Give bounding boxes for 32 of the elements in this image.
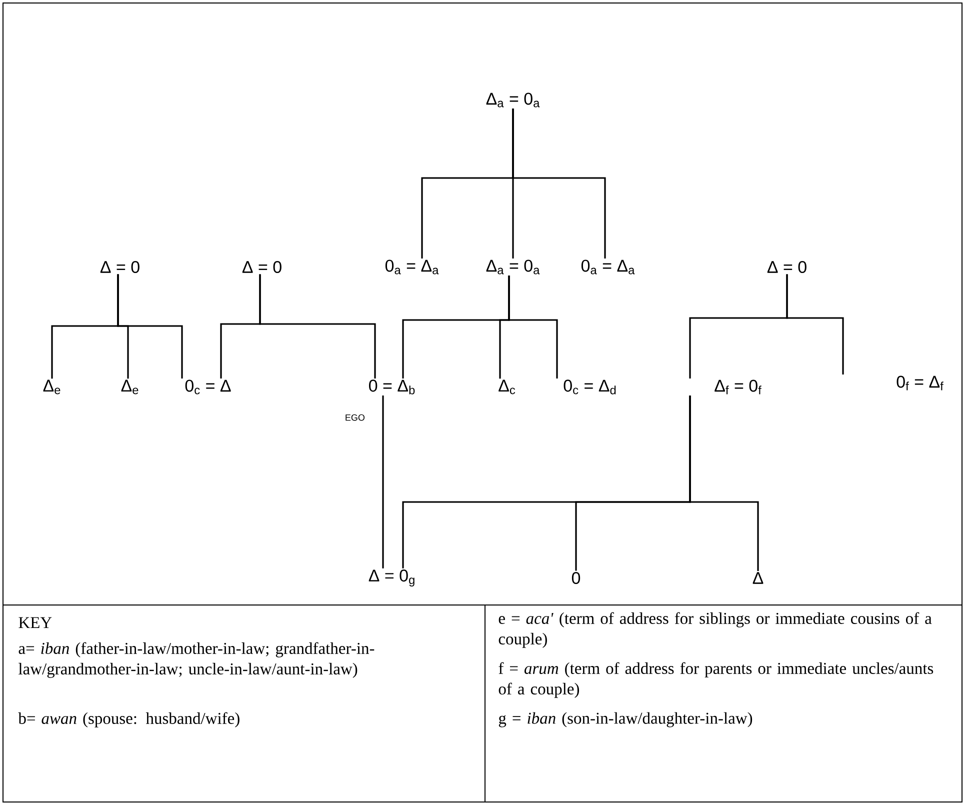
kin-symbol: Δ <box>752 572 764 584</box>
kin-symbol: Δ = 0$_{g}$ <box>368 570 414 586</box>
kin-symbol: Δ$_{c}$ <box>498 380 516 394</box>
ego-label: EGO <box>346 414 365 421</box>
key-text: g = iban (son-in-law/daughter-in-law) <box>498 712 752 728</box>
kin-symbol: 0$_{a}$ = Δ$_{a}$ <box>385 260 439 274</box>
descent-line <box>512 108 606 259</box>
kin-symbol: Δ$_{a}$ = 0$_{a}$ <box>486 260 540 274</box>
kin-symbol: Δ = 0 <box>242 260 282 274</box>
descent-line <box>508 276 558 378</box>
kin-symbol: Δ = 0 <box>767 260 806 274</box>
kin-symbol: Δ$_{e}$ <box>43 380 60 394</box>
descent-line <box>117 274 183 379</box>
descent-line <box>259 274 376 378</box>
kin-symbol: 0 <box>572 572 580 584</box>
kin-symbol: Δ$_{a}$ = 0$_{a}$ <box>486 92 540 108</box>
key-text: e = aca' (term of address for siblings or immediate cousins of a couple) <box>498 612 932 648</box>
descent-line <box>786 274 844 375</box>
kin-symbol: Δ$_{f}$ = 0$_{f}$ <box>714 380 762 394</box>
key-text: b= awan (spouse: husband/wife) <box>18 712 240 728</box>
kin-symbol: 0$_{c}$ = Δ$_{d}$ <box>564 380 616 394</box>
descent-line <box>382 396 384 568</box>
key-text: f = arum (term of address for parents or immediate uncles/aunts of a couple) <box>498 662 934 698</box>
kin-symbol: 0 = Δ$_{b}$ <box>369 380 415 394</box>
descent-line <box>689 395 759 571</box>
kin-symbol: Δ$_{e}$ <box>121 380 138 394</box>
kin-symbol: 0$_{f}$ = Δ$_{f}$ <box>896 376 944 390</box>
key-text: a= iban (father-in-law/mother-in-law; grandfather-in-law/grandmother-in-law; uncle-in-law/aunt-in-law) <box>18 642 374 678</box>
key-text: KEY <box>18 617 52 628</box>
kin-symbol: 0$_{a}$ = Δ$_{a}$ <box>581 260 635 274</box>
kin-symbol: Δ = 0 <box>100 260 140 274</box>
kin-symbol: 0$_{c}$ = Δ <box>185 380 231 394</box>
